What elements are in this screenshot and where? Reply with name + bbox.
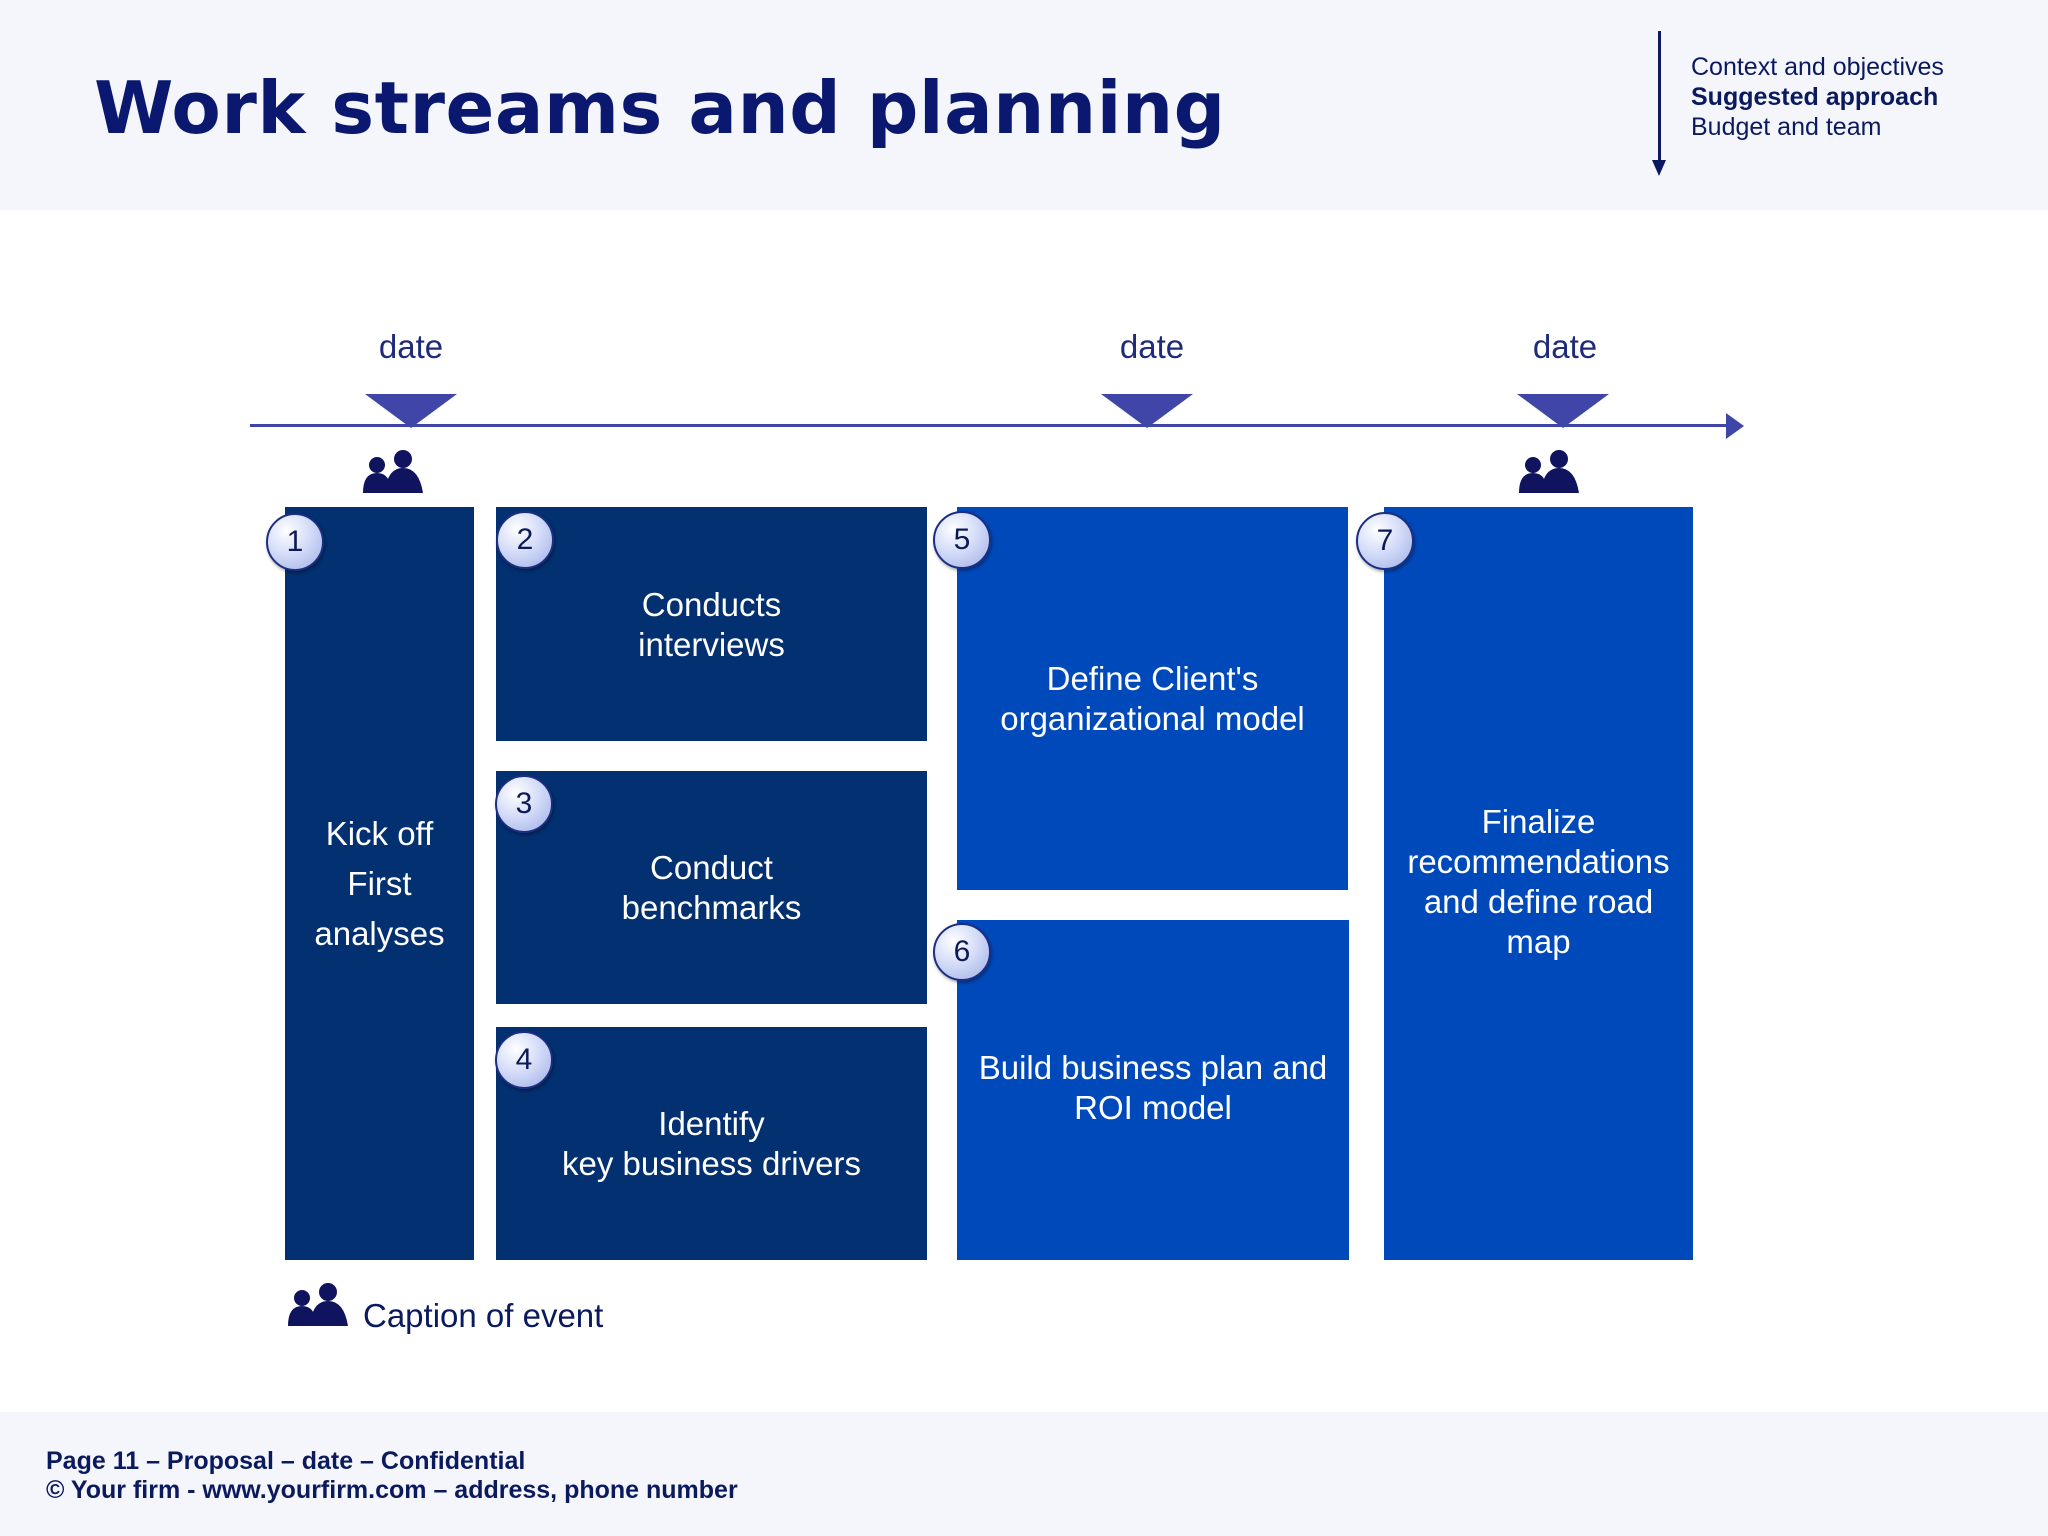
timeline-marker-2 xyxy=(1101,394,1193,428)
workstream-5-line: organizational model xyxy=(1000,700,1305,737)
workstream-4-line: Identify xyxy=(658,1104,765,1142)
timeline-axis xyxy=(250,424,1730,427)
workstream-2: Conducts interviews xyxy=(496,507,927,741)
step-badge-4: 4 xyxy=(495,1031,553,1089)
people-icon xyxy=(285,1282,351,1326)
workstream-7-line: Finalize xyxy=(1481,803,1596,840)
legend-caption: Caption of event xyxy=(363,1297,604,1334)
page-title: Work streams and planning xyxy=(94,66,1226,150)
header: Work streams and planning Context and ob… xyxy=(0,0,2048,210)
workstream-1-line: analyses xyxy=(314,914,445,952)
people-icon xyxy=(1516,449,1582,493)
arrow-down-icon xyxy=(1652,160,1666,176)
footer: Page 11 – Proposal – date – Confidential… xyxy=(0,1412,2048,1536)
step-badge-6: 6 xyxy=(933,923,991,981)
timeline-marker-3 xyxy=(1517,394,1609,428)
workstream-3-line: benchmarks xyxy=(621,888,802,926)
timeline-date-3: date xyxy=(1532,328,1598,365)
step-badge-1: 1 xyxy=(266,513,324,571)
workstream-6-line: Build business plan and xyxy=(978,1049,1328,1086)
workstream-4: Identify key business drivers xyxy=(496,1027,927,1260)
nav-item-approach[interactable]: Suggested approach xyxy=(1691,83,1939,111)
workstream-3-line: Conduct xyxy=(650,848,773,886)
timeline-marker-1 xyxy=(365,394,457,428)
workstream-1: Kick off First analyses xyxy=(285,507,474,1260)
workstream-1-line: Kick off xyxy=(325,814,434,852)
nav-progress-line xyxy=(1658,31,1661,161)
workstream-7-line: and define road xyxy=(1423,883,1654,920)
nav-item-context[interactable]: Context and objectives xyxy=(1691,53,1944,81)
workstream-5-line: Define Client's xyxy=(1046,660,1259,697)
step-badge-7: 7 xyxy=(1356,512,1414,570)
step-badge-3: 3 xyxy=(495,775,553,833)
workstream-6-line: ROI model xyxy=(1074,1089,1232,1126)
workstream-3: Conduct benchmarks xyxy=(496,771,927,1004)
timeline-date-2: date xyxy=(1119,328,1185,365)
workstream-2-line: Conducts xyxy=(641,586,782,623)
workstream-5: Define Client's organizational model xyxy=(957,507,1348,890)
timeline-date-1: date xyxy=(378,328,444,365)
workstream-1-line: First xyxy=(347,864,412,902)
workstream-7-line: recommendations xyxy=(1407,843,1670,880)
people-icon xyxy=(360,449,426,493)
workstream-7: Finalize recommendations and define road… xyxy=(1384,507,1693,1260)
workstream-4-line: key business drivers xyxy=(562,1144,861,1182)
section-nav: Context and objectives Suggested approac… xyxy=(1691,52,1944,142)
step-badge-5: 5 xyxy=(933,511,991,569)
nav-item-budget[interactable]: Budget and team xyxy=(1691,113,1882,141)
arrow-right-icon xyxy=(1726,413,1744,439)
footer-page-info: Page 11 – Proposal – date – Confidential xyxy=(46,1447,526,1475)
footer-copyright: © Your firm - www.yourfirm.com – address… xyxy=(46,1476,738,1504)
workstream-7-line: map xyxy=(1506,923,1571,960)
step-badge-2: 2 xyxy=(496,511,554,569)
workstream-2-line: interviews xyxy=(638,626,785,663)
workstream-6: Build business plan and ROI model xyxy=(957,920,1349,1260)
